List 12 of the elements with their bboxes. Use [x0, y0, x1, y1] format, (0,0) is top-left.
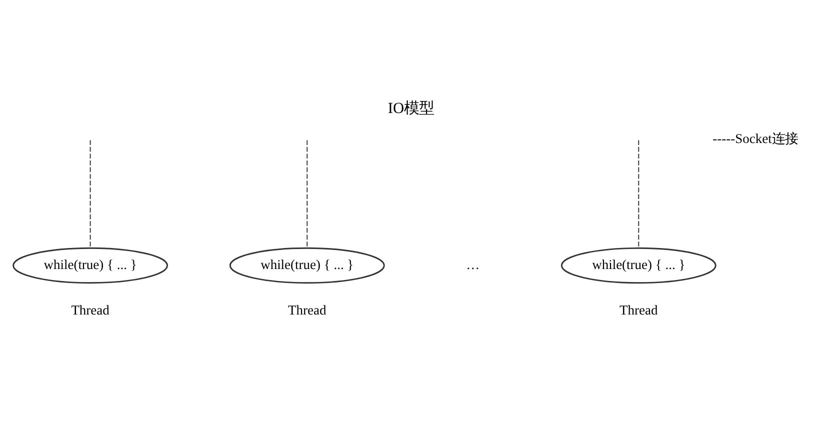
diagram-title: IO模型 [388, 100, 434, 118]
label: -----Socket连接 [712, 130, 798, 146]
node-label: Thread [71, 302, 110, 318]
node-ellipse: while(true) { ... } [560, 247, 716, 284]
connector [638, 140, 640, 249]
node-ellipse: while(true) { ... } [229, 247, 385, 284]
node-ellipse: while(true) { ... } [12, 247, 168, 284]
label: … [466, 257, 480, 272]
node-label: Thread [288, 302, 326, 318]
connector [306, 140, 308, 249]
connector [90, 140, 91, 249]
node-label: Thread [620, 302, 658, 318]
